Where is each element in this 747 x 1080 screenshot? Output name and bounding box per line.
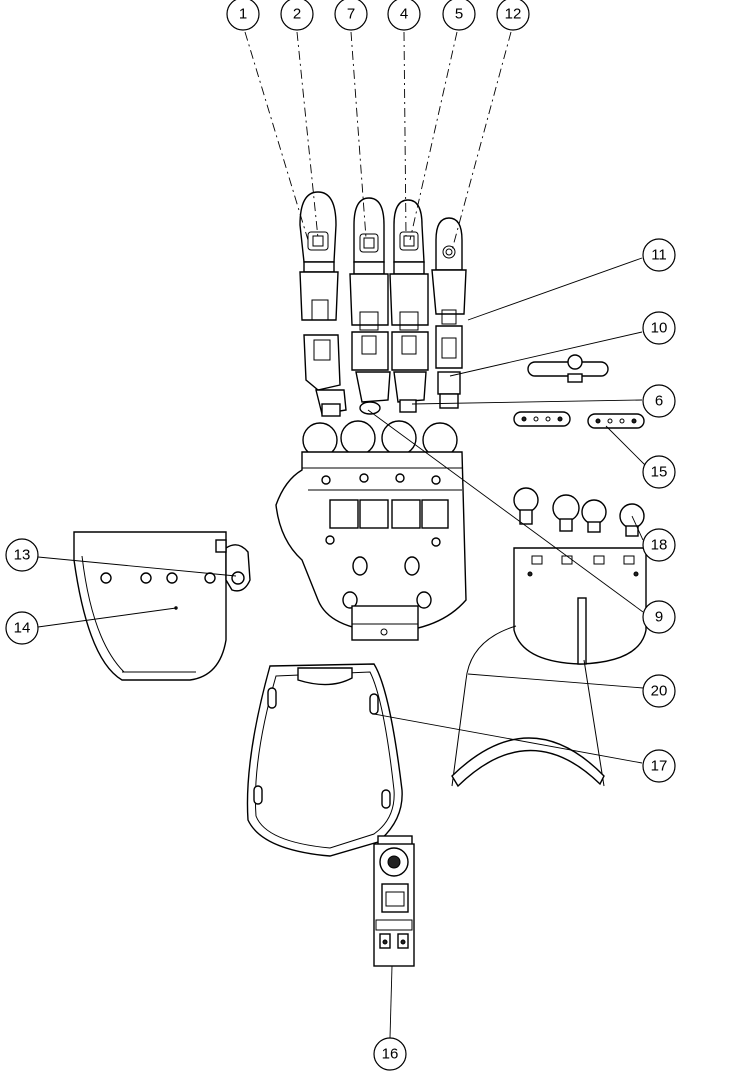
callout-9: 9 <box>642 600 676 634</box>
svg-text:1: 1 <box>239 6 247 23</box>
svg-text:13: 13 <box>14 547 31 564</box>
svg-text:6: 6 <box>655 393 663 410</box>
back-shell <box>73 531 251 681</box>
callout-11: 11 <box>642 238 676 272</box>
svg-text:10: 10 <box>651 320 668 337</box>
svg-text:12: 12 <box>505 6 522 23</box>
spacer-plate-left <box>513 411 571 427</box>
finger-little <box>431 217 467 409</box>
svg-text:16: 16 <box>382 1046 399 1063</box>
palm-body <box>275 420 467 641</box>
svg-text:17: 17 <box>651 758 668 775</box>
callout-10: 10 <box>642 311 676 345</box>
callout-20: 20 <box>642 674 676 708</box>
svg-text:18: 18 <box>651 537 668 554</box>
callout-14: 14 <box>5 611 39 645</box>
callout-12: 12 <box>496 0 530 31</box>
callout-6: 6 <box>642 384 676 418</box>
finger-middle <box>349 197 391 415</box>
callout-5: 5 <box>442 0 476 31</box>
callout-2: 2 <box>280 0 314 31</box>
svg-text:4: 4 <box>400 6 408 23</box>
finger-ring <box>389 199 429 413</box>
callout-17: 17 <box>642 749 676 783</box>
svg-text:14: 14 <box>14 620 31 637</box>
forearm-cover <box>246 663 403 857</box>
thumb-pin-part <box>527 354 609 383</box>
wrist-cover-plate <box>513 547 647 665</box>
spacer-plate-right <box>587 413 645 429</box>
svg-text:2: 2 <box>293 6 301 23</box>
svg-text:15: 15 <box>651 464 668 481</box>
callout-7: 7 <box>334 0 368 31</box>
callout-4: 4 <box>387 0 421 31</box>
leader-lines <box>37 31 646 1039</box>
svg-text:7: 7 <box>347 6 355 23</box>
svg-text:9: 9 <box>655 609 663 626</box>
svg-text:11: 11 <box>651 247 667 264</box>
callout-16: 16 <box>373 1037 407 1071</box>
forearm-frame <box>451 625 605 788</box>
finger-pulleys <box>513 487 645 537</box>
svg-text:5: 5 <box>455 6 463 23</box>
svg-text:20: 20 <box>651 683 668 700</box>
callout-13: 13 <box>5 538 39 572</box>
finger-index <box>299 191 347 417</box>
servo-motor <box>373 835 415 967</box>
callout-18: 18 <box>642 528 676 562</box>
callout-15: 15 <box>642 455 676 489</box>
callout-1: 1 <box>226 0 260 31</box>
